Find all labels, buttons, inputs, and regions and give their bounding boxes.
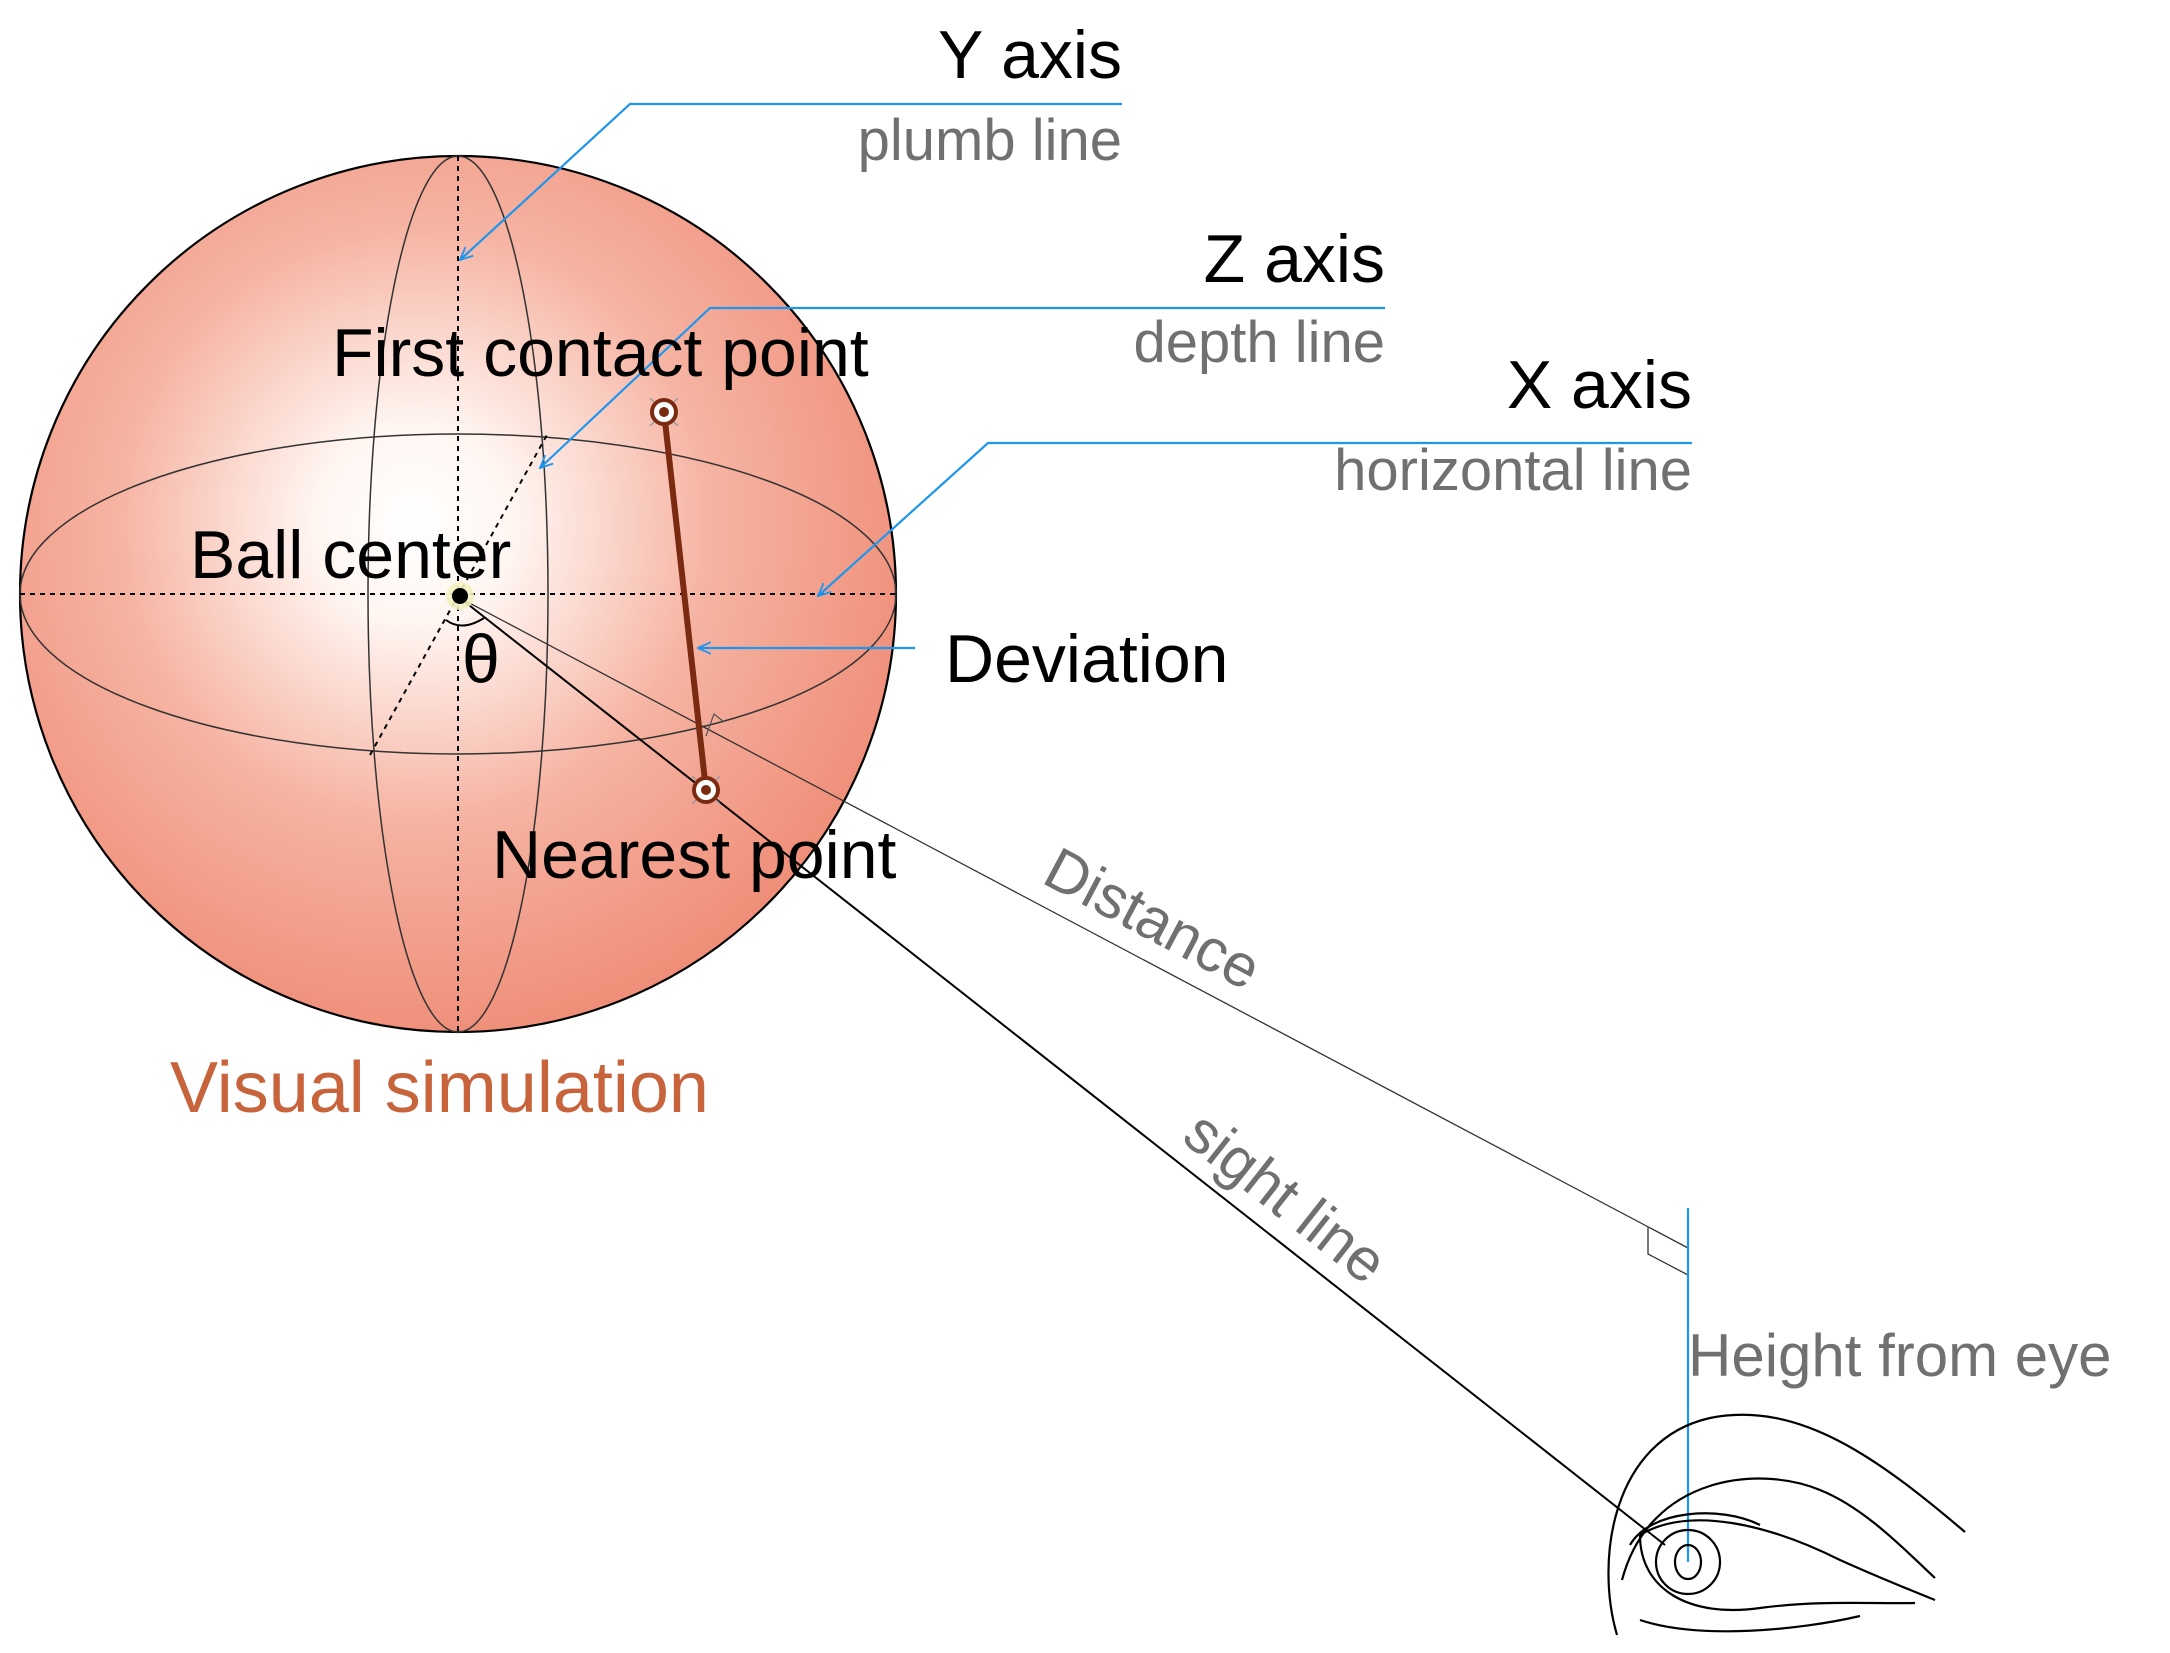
plumb-line-label: plumb line bbox=[858, 108, 1122, 173]
deviation-label: Deviation bbox=[945, 621, 1229, 697]
theta-label: θ bbox=[462, 621, 500, 697]
x-axis-pointer bbox=[818, 441, 1692, 596]
horizontal-line-label: horizontal line bbox=[1334, 438, 1692, 503]
theta-arc bbox=[445, 617, 485, 627]
deviation-line bbox=[661, 411, 709, 791]
y-axis-pointer bbox=[460, 102, 1122, 260]
eye-iris bbox=[1654, 1528, 1722, 1596]
eye-lid-upper bbox=[1620, 1477, 1936, 1581]
distance-label: Distance bbox=[1034, 834, 1272, 1002]
eye-icon bbox=[1607, 1413, 1966, 1636]
depth-line-label: depth line bbox=[1133, 310, 1385, 375]
eye-socket bbox=[1629, 1512, 1761, 1546]
eye-brow bbox=[1607, 1413, 1966, 1636]
sight-line-label: sight line bbox=[1172, 1098, 1400, 1297]
z-axis-label: Z axis bbox=[1204, 221, 1385, 297]
right-angle-mark bbox=[1647, 1227, 1689, 1276]
y-axis-label: Y axis bbox=[938, 17, 1122, 93]
eye-upper-line bbox=[1639, 1519, 1936, 1602]
nearest-point-label: Nearest point bbox=[492, 817, 897, 893]
visual-simulation-label: Visual simulation bbox=[170, 1048, 709, 1128]
nearest-point-marker bbox=[691, 775, 721, 805]
deviation-group bbox=[446, 397, 721, 805]
pointers bbox=[460, 102, 1692, 1562]
deviation-right-angle-mark bbox=[705, 713, 725, 737]
sight-line bbox=[459, 597, 1666, 1546]
eye-lid-lower bbox=[1639, 1614, 1861, 1633]
first-contact-point-label: First contact point bbox=[332, 315, 869, 391]
eye-pupil bbox=[1673, 1543, 1703, 1581]
first-contact-point-marker bbox=[649, 397, 679, 427]
eye-lower-line bbox=[1638, 1534, 1916, 1612]
sight-geometry bbox=[445, 597, 1689, 1546]
ball-center-marker bbox=[446, 582, 474, 610]
height-from-eye-label: Height from eye bbox=[1688, 1322, 2112, 1389]
z-axis-pointer bbox=[540, 306, 1385, 468]
x-axis-label: X axis bbox=[1507, 347, 1692, 423]
distance-line bbox=[459, 597, 1689, 1249]
ball-center-label: Ball center bbox=[190, 517, 511, 593]
